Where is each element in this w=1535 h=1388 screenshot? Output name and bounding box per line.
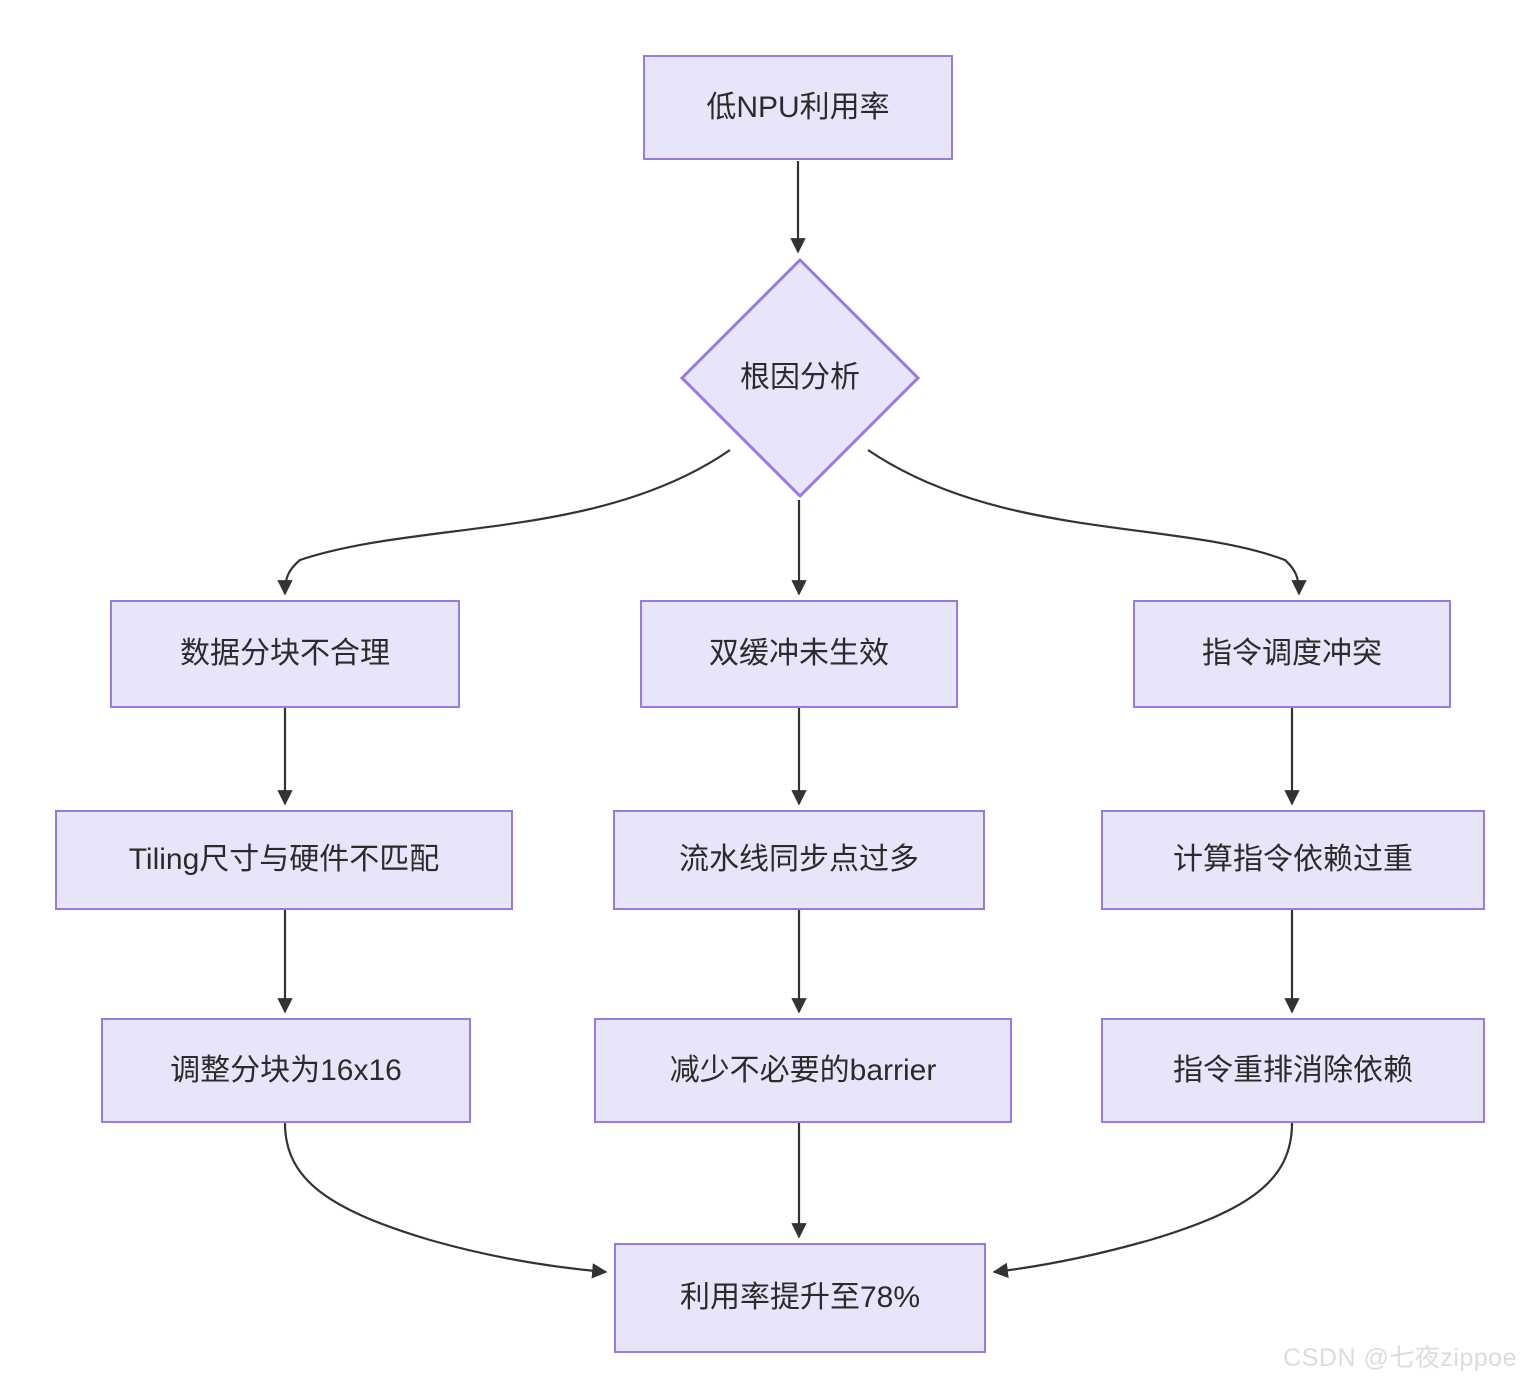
node-data-tiling-unreasonable[interactable]: 数据分块不合理 [110, 600, 460, 708]
edge-n11-n12 [992, 1122, 1294, 1279]
diamond-shape [680, 258, 920, 498]
node-low-npu-utilization[interactable]: 低NPU利用率 [643, 55, 953, 160]
node-tiling-size-mismatch[interactable]: Tiling尺寸与硬件不匹配 [55, 810, 513, 910]
node-label: 指令重排消除依赖 [1173, 1053, 1413, 1087]
node-label: 数据分块不合理 [180, 637, 390, 670]
node-root-cause-analysis[interactable]: 根因分析 [680, 258, 920, 498]
node-adjust-tile-16x16[interactable]: 调整分块为16x16 [101, 1018, 471, 1123]
node-too-many-sync-points[interactable]: 流水线同步点过多 [613, 810, 985, 910]
node-label: 低NPU利用率 [706, 90, 890, 124]
edge-n9-n12 [283, 1122, 608, 1279]
node-instruction-schedule-conflict[interactable]: 指令调度冲突 [1133, 600, 1451, 708]
node-label: 流水线同步点过多 [679, 843, 919, 876]
node-label: 减少不必要的barrier [669, 1053, 937, 1087]
node-double-buffer-ineffective[interactable]: 双缓冲未生效 [640, 600, 958, 708]
node-reduce-barriers[interactable]: 减少不必要的barrier [594, 1018, 1012, 1123]
node-label: 双缓冲未生效 [709, 637, 889, 670]
edge-n2-n5 [867, 449, 1307, 596]
node-label: 指令调度冲突 [1202, 637, 1382, 670]
node-label: 调整分块为16x16 [170, 1053, 402, 1087]
node-label: 利用率提升至78% [679, 1281, 921, 1314]
watermark: CSDN @七夜zippoe [1283, 1344, 1517, 1372]
node-label: 计算指令依赖过重 [1173, 843, 1413, 876]
node-label: 根因分析 [740, 361, 860, 394]
edge-n2-n3 [277, 449, 731, 596]
node-label: Tiling尺寸与硬件不匹配 [128, 843, 440, 876]
node-compute-instruction-dependency[interactable]: 计算指令依赖过重 [1101, 810, 1485, 910]
node-instruction-reorder[interactable]: 指令重排消除依赖 [1101, 1018, 1485, 1123]
node-utilization-improved-78[interactable]: 利用率提升至78% [614, 1243, 986, 1353]
